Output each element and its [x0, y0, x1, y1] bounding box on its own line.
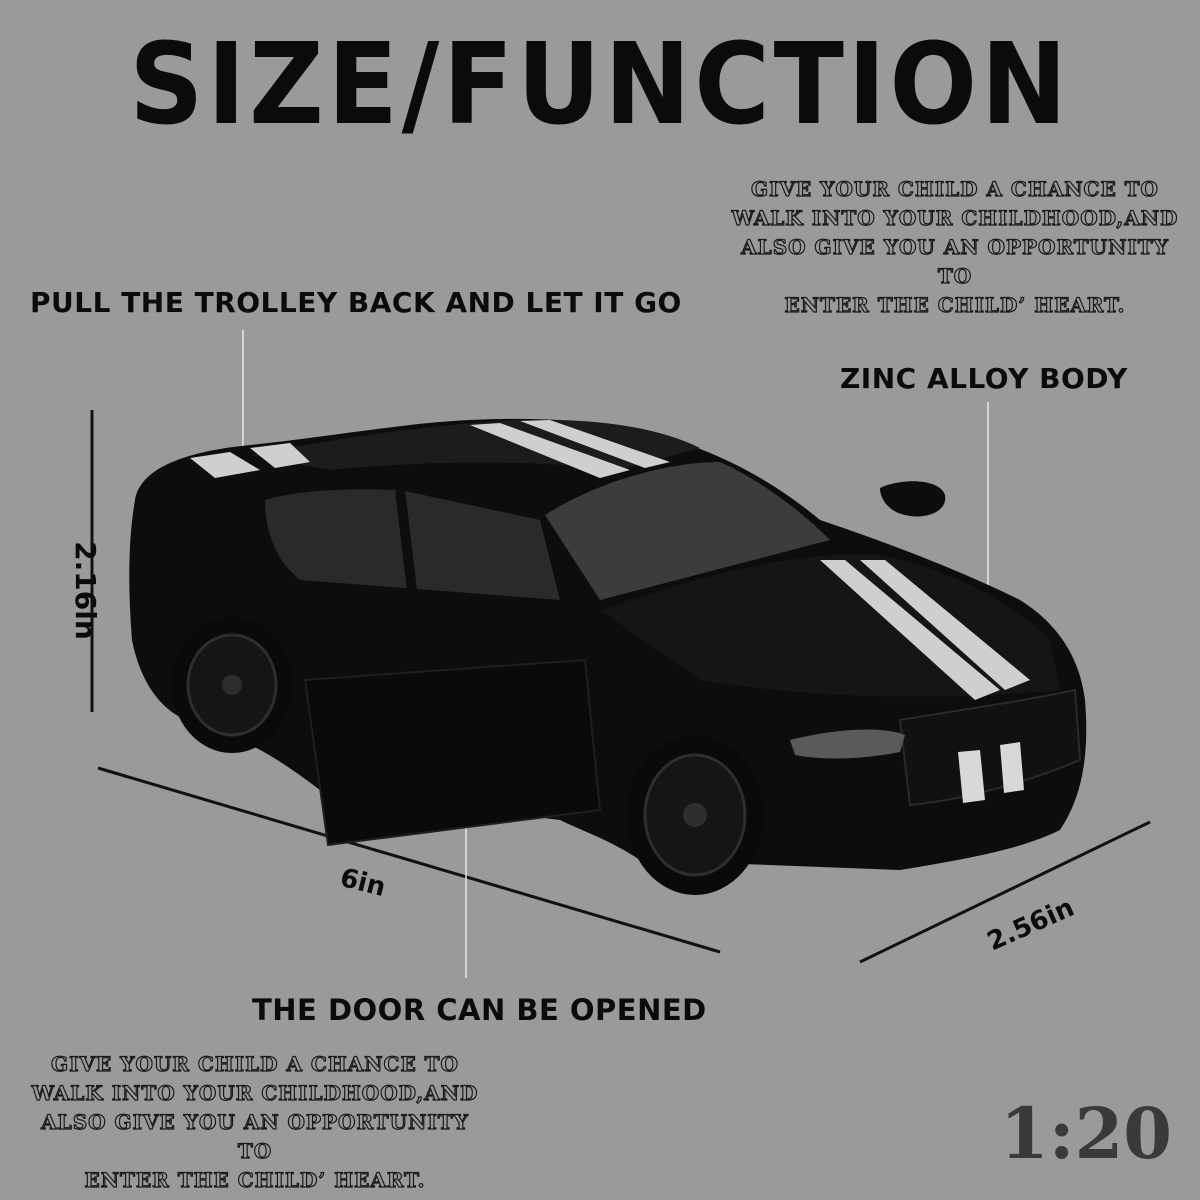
roof-stripe-1 [470, 423, 630, 478]
hood-stripe-2 [860, 560, 1030, 690]
trunk-stripe-1 [190, 452, 260, 478]
windshield [545, 462, 830, 600]
bumper-stripe-2 [1000, 742, 1024, 793]
length-dimension-line [97, 766, 721, 954]
scale-label: 1:20 [1000, 1092, 1172, 1175]
feature-label-pull-back: PULL THE TROLLEY BACK AND LET IT GO [30, 286, 682, 319]
height-dimension-label: 2.16in [68, 541, 102, 640]
bumper-stripe-1 [958, 750, 985, 803]
side-window [265, 489, 560, 600]
side-mirror [880, 481, 946, 517]
headlight [790, 729, 905, 759]
front-grille [898, 688, 1082, 807]
width-dimension-line [859, 820, 1151, 964]
trunk-stripe-2 [250, 443, 310, 468]
roof-stripe-2 [520, 420, 670, 468]
rear-wheel [172, 617, 292, 753]
page-title: SIZE/FUNCTION [129, 20, 1071, 150]
window-pillar [395, 489, 417, 591]
feature-label-zinc-body: ZINC ALLOY BODY [840, 362, 1128, 395]
open-door [303, 658, 602, 847]
toy-car [129, 418, 1087, 895]
feature-label-door: THE DOOR CAN BE OPENED [252, 993, 707, 1027]
front-wheel [627, 735, 763, 895]
slogan-text-bottom: GIVE YOUR CHILD A CHANCE TO WALK INTO YO… [31, 1051, 479, 1192]
slogan-text-top: GIVE YOUR CHILD A CHANCE TO WALK INTO YO… [731, 176, 1179, 317]
hood-stripe-1 [820, 560, 1000, 700]
